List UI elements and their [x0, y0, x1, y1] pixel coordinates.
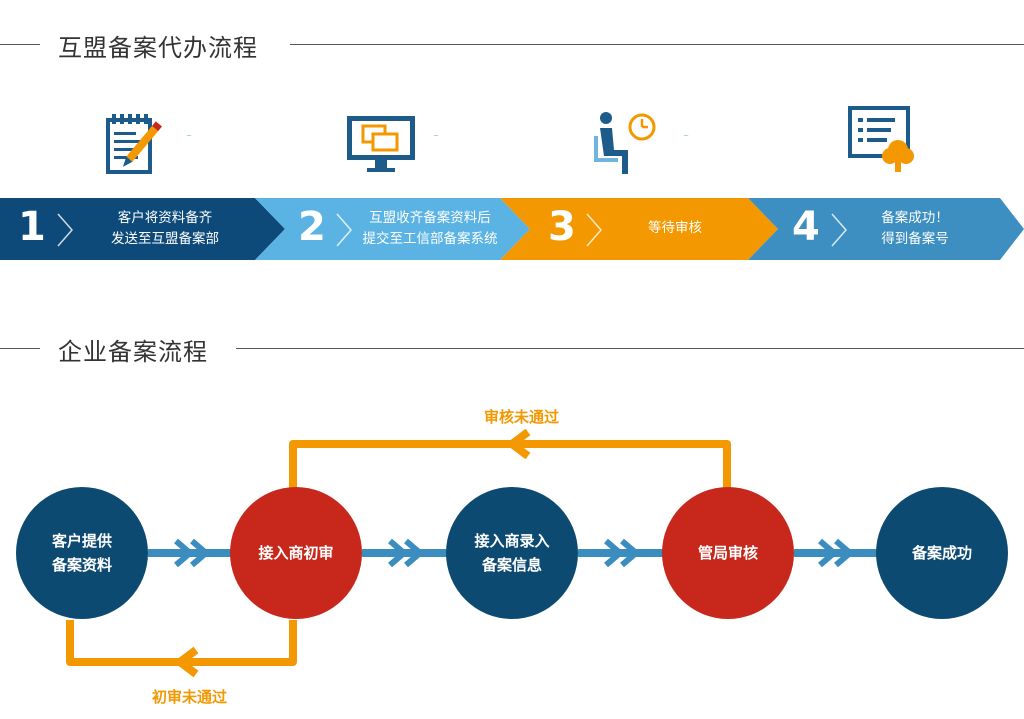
flow-node-customer-provides: 客户提供备案资料 [16, 487, 148, 619]
chevron-right-icon [336, 213, 352, 247]
person-waiting-clock-icon [594, 112, 656, 174]
step-1-number: 1 [18, 204, 46, 250]
flow-node-bureau-review: 管局审核 [662, 487, 794, 619]
step-2-text: 互盟收齐备案资料后提交至工信部备案系统 [362, 210, 498, 247]
arrow-chevron [620, 538, 641, 568]
step-4-number: 4 [792, 204, 820, 250]
step-1-text: 客户将资料备齐发送至互盟备案部 [111, 210, 219, 247]
icon-connector-2 [433, 135, 439, 136]
title-rule-left [0, 348, 40, 349]
title-rule-left [0, 44, 40, 45]
flow-arrows [174, 538, 855, 568]
flow-node-isp-enters-info: 接入商录入备案信息 [446, 487, 578, 619]
arrow-chevron [174, 538, 195, 568]
monitor-windows-icon [347, 116, 415, 172]
section-title-agent-process: 互盟备案代办流程 [58, 28, 272, 63]
step-3-segment [500, 198, 778, 260]
loop-label-review-failed: 审核未通过 [484, 408, 560, 426]
loop-arrow-left [505, 428, 531, 460]
rejection-loop-top [289, 440, 731, 492]
section-title-enterprise-process: 企业备案流程 [58, 332, 222, 367]
chevron-right-icon [831, 213, 847, 247]
rejection-loop-bottom [66, 620, 297, 666]
flow-node-isp-initial-review: 接入商初审 [230, 487, 362, 619]
icon-connector-1 [186, 135, 192, 136]
chevron-right-icon [57, 213, 73, 247]
step-3-number: 3 [548, 204, 576, 250]
flow-diagram [66, 428, 878, 678]
step-3-text: 等待审核 [648, 220, 702, 236]
step-2-segment [255, 198, 530, 260]
steps-banner [0, 198, 1024, 260]
chevron-right-icon [586, 213, 602, 247]
arrow-chevron [190, 538, 211, 568]
arrow-chevron [834, 538, 855, 568]
step-1-segment [0, 198, 285, 260]
arrow-chevron [818, 538, 839, 568]
title-rule-right [290, 44, 1024, 45]
step-4-text: 备案成功！得到备案号 [881, 210, 949, 247]
arrow-chevron [388, 538, 409, 568]
board-tree-icon [848, 106, 914, 172]
loop-label-initial-review-failed: 初审未通过 [152, 688, 228, 706]
arrow-chevron [404, 538, 425, 568]
flow-node-filing-success: 备案成功 [876, 487, 1008, 619]
icon-connector-3 [683, 135, 689, 136]
title-rule-right [236, 348, 1024, 349]
arrow-chevron [604, 538, 625, 568]
step-2-number: 2 [298, 204, 326, 250]
step-4-segment [748, 198, 1024, 260]
document-pencil-icon [106, 114, 162, 174]
loop-arrow-left [173, 646, 199, 678]
